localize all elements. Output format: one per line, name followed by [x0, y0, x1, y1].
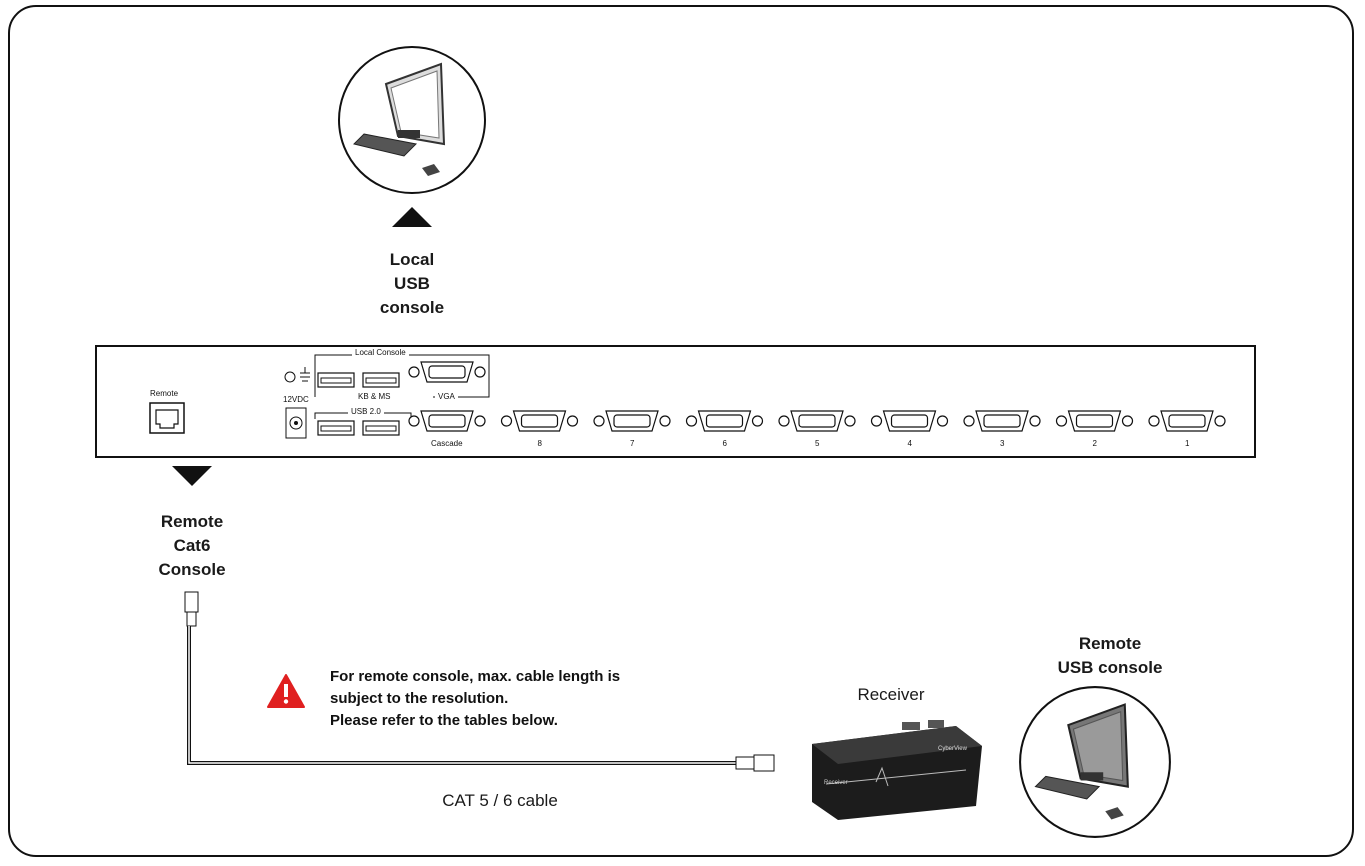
vga-port-4 — [870, 410, 949, 432]
rj45-port-icon — [149, 402, 185, 434]
kvm-rear-panel: Remote 12VDC Local Console KB & MS VGA U… — [95, 345, 1256, 458]
power-label: 12VDC — [283, 395, 309, 404]
local-line1: Local — [389, 250, 435, 269]
local-arrow-up — [392, 207, 432, 227]
vga-port-8 — [500, 410, 579, 432]
local-console-label: Local USB console — [352, 248, 472, 320]
note-line1: For remote console, max. cable length is — [330, 668, 621, 685]
vga-port-5 — [778, 410, 856, 432]
usb-label: USB 2.0 — [348, 407, 384, 416]
local-line2: USB — [394, 274, 430, 293]
receiver-brand: CyberView — [938, 746, 968, 752]
vga-port-cascade — [408, 410, 486, 432]
vga-port-2 — [1055, 410, 1134, 432]
usb-port-icons — [317, 372, 400, 436]
note-text: For remote console, max. cable length is… — [330, 666, 620, 732]
power-jack-icon — [285, 407, 307, 439]
vga-label: VGA — [435, 392, 458, 401]
note-line2: subject to the resolution. — [330, 690, 509, 707]
remote-cat6-line3: Console — [158, 560, 226, 579]
warning-icon — [267, 674, 305, 708]
remote-computer-icon — [1019, 686, 1171, 838]
vga-port-6 — [685, 410, 764, 432]
vga-local-port-icon — [408, 361, 486, 383]
kb-ms-label: KB & MS — [355, 392, 394, 401]
receiver-label: Receiver — [857, 685, 925, 704]
note-line3: Please refer to the tables below. — [330, 712, 558, 729]
remote-port-label: Remote — [150, 389, 179, 398]
local-line3: console — [379, 298, 445, 317]
cat-cable — [184, 591, 775, 772]
remote-arrow-down — [172, 466, 212, 486]
vga-port-1 — [1148, 410, 1226, 432]
port-label-cascade: Cascade — [431, 439, 463, 448]
remote-usb-line2: USB console — [1057, 658, 1163, 677]
ground-icon — [284, 367, 310, 383]
receiver-device-icon: Receiver CyberView — [812, 720, 982, 820]
port-label-8: 8 — [537, 439, 542, 448]
port-label-6: 6 — [722, 439, 727, 448]
port-label-4: 4 — [907, 439, 912, 448]
remote-cat6-line2: Cat6 — [173, 536, 211, 555]
local-computer-icon — [338, 46, 486, 194]
port-label-3: 3 — [1000, 439, 1005, 448]
port-label-2: 2 — [1092, 439, 1097, 448]
vga-port-row — [408, 410, 1226, 432]
cable-label: CAT 5 / 6 cable — [442, 791, 558, 810]
remote-cat6-label: Remote Cat6 Console — [130, 510, 254, 582]
local-console-port-label: Local Console — [352, 348, 409, 357]
port-label-7: 7 — [630, 439, 635, 448]
remote-usb-line1: Remote — [1078, 634, 1142, 653]
remote-usb-label: Remote USB console — [1040, 632, 1180, 680]
port-label-1: 1 — [1185, 439, 1190, 448]
local-console-bracket — [314, 354, 490, 398]
remote-cat6-line1: Remote — [160, 512, 224, 531]
port-label-5: 5 — [815, 439, 820, 448]
diagram-frame — [8, 5, 1354, 857]
receiver-device-text: Receiver — [824, 780, 848, 786]
vga-port-7 — [593, 410, 671, 432]
vga-port-3 — [963, 410, 1041, 432]
